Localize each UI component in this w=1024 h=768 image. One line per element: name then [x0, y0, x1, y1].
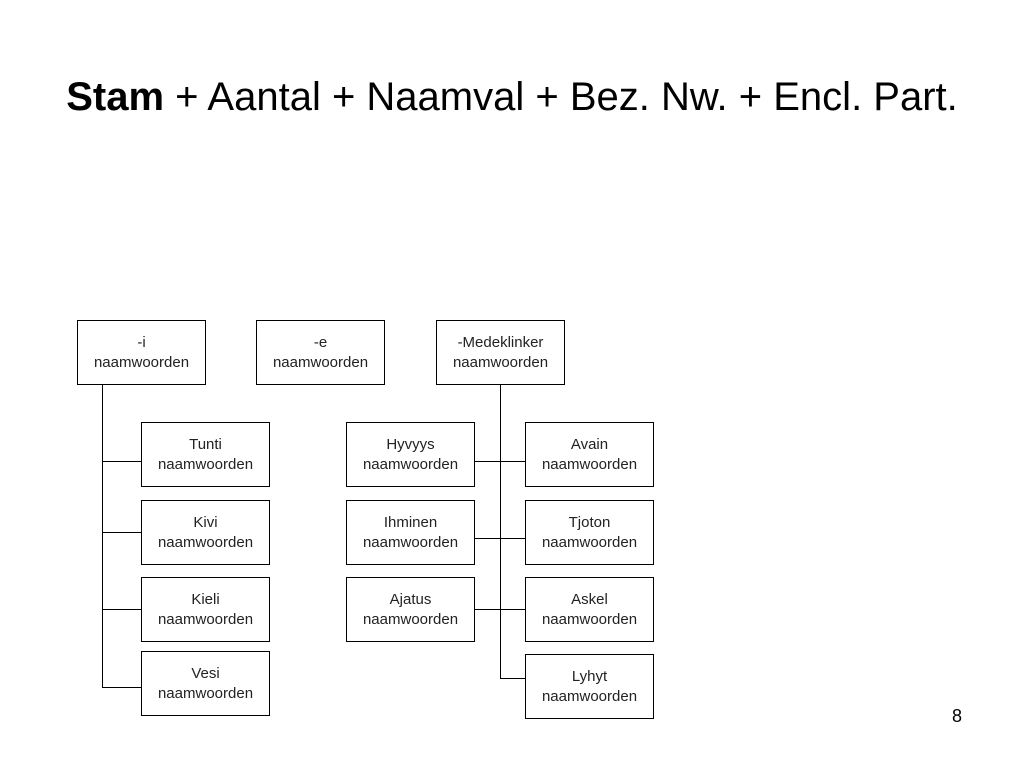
- node-vesi: Vesi naamwoorden: [141, 651, 270, 716]
- node-sublabel: naamwoorden: [272, 353, 369, 371]
- connector-i-vesi: [102, 687, 141, 688]
- connector-med-row2: [474, 538, 526, 539]
- node-sublabel: naamwoorden: [541, 687, 638, 705]
- connector-med-lyhyt: [500, 678, 526, 679]
- connector-med-row3: [474, 609, 526, 610]
- node-label: Lyhyt: [571, 667, 608, 685]
- node-kivi: Kivi naamwoorden: [141, 500, 270, 565]
- node-label: Avain: [570, 435, 609, 453]
- node-tjoton: Tjoton naamwoorden: [525, 500, 654, 565]
- node-kieli: Kieli naamwoorden: [141, 577, 270, 642]
- node-label: Hyvyys: [386, 435, 435, 453]
- node-label: Ihminen: [383, 513, 438, 531]
- page-number: 8: [951, 706, 962, 726]
- node-avain: Avain naamwoorden: [525, 422, 654, 487]
- node-lyhyt: Lyhyt naamwoorden: [525, 654, 654, 719]
- node-label: Kivi: [193, 513, 218, 531]
- slide-title: Stam + Aantal + Naamval + Bez. Nw. + Enc…: [0, 72, 1024, 122]
- node-hyvyys: Hyvyys naamwoorden: [346, 422, 475, 487]
- connector-i-trunk: [102, 384, 103, 688]
- node-label: -i: [137, 333, 146, 351]
- node-sublabel: naamwoorden: [541, 533, 638, 551]
- node-e-naamwoorden: -e naamwoorden: [256, 320, 385, 385]
- node-label: Kieli: [191, 590, 220, 608]
- node-tunti: Tunti naamwoorden: [141, 422, 270, 487]
- node-sublabel: naamwoorden: [362, 610, 459, 628]
- connector-i-tunti: [102, 461, 141, 462]
- node-ajatus: Ajatus naamwoorden: [346, 577, 475, 642]
- node-label: Tjoton: [568, 513, 611, 531]
- node-label: Ajatus: [389, 590, 432, 608]
- node-ihminen: Ihminen naamwoorden: [346, 500, 475, 565]
- connector-i-kivi: [102, 532, 141, 533]
- node-label: Vesi: [191, 664, 220, 682]
- title-rest: + Aantal + Naamval + Bez. Nw. + Encl. Pa…: [164, 75, 958, 119]
- node-sublabel: naamwoorden: [541, 610, 638, 628]
- node-sublabel: naamwoorden: [93, 353, 190, 371]
- node-medeklinker-naamwoorden: -Medeklinker naamwoorden: [436, 320, 565, 385]
- title-bold-word: Stam: [66, 75, 165, 119]
- node-sublabel: naamwoorden: [362, 533, 459, 551]
- node-sublabel: naamwoorden: [157, 610, 254, 628]
- node-sublabel: naamwoorden: [157, 684, 254, 702]
- node-sublabel: naamwoorden: [452, 353, 549, 371]
- node-label: Tunti: [189, 435, 222, 453]
- node-label: -Medeklinker: [457, 333, 544, 351]
- node-i-naamwoorden: -i naamwoorden: [77, 320, 206, 385]
- node-sublabel: naamwoorden: [157, 533, 254, 551]
- connector-med-trunk: [500, 384, 501, 679]
- node-sublabel: naamwoorden: [541, 455, 638, 473]
- node-sublabel: naamwoorden: [157, 455, 254, 473]
- node-askel: Askel naamwoorden: [525, 577, 654, 642]
- connector-med-row1: [474, 461, 526, 462]
- connector-i-kieli: [102, 609, 141, 610]
- node-label: -e: [313, 333, 328, 351]
- node-label: Askel: [571, 590, 608, 608]
- node-sublabel: naamwoorden: [362, 455, 459, 473]
